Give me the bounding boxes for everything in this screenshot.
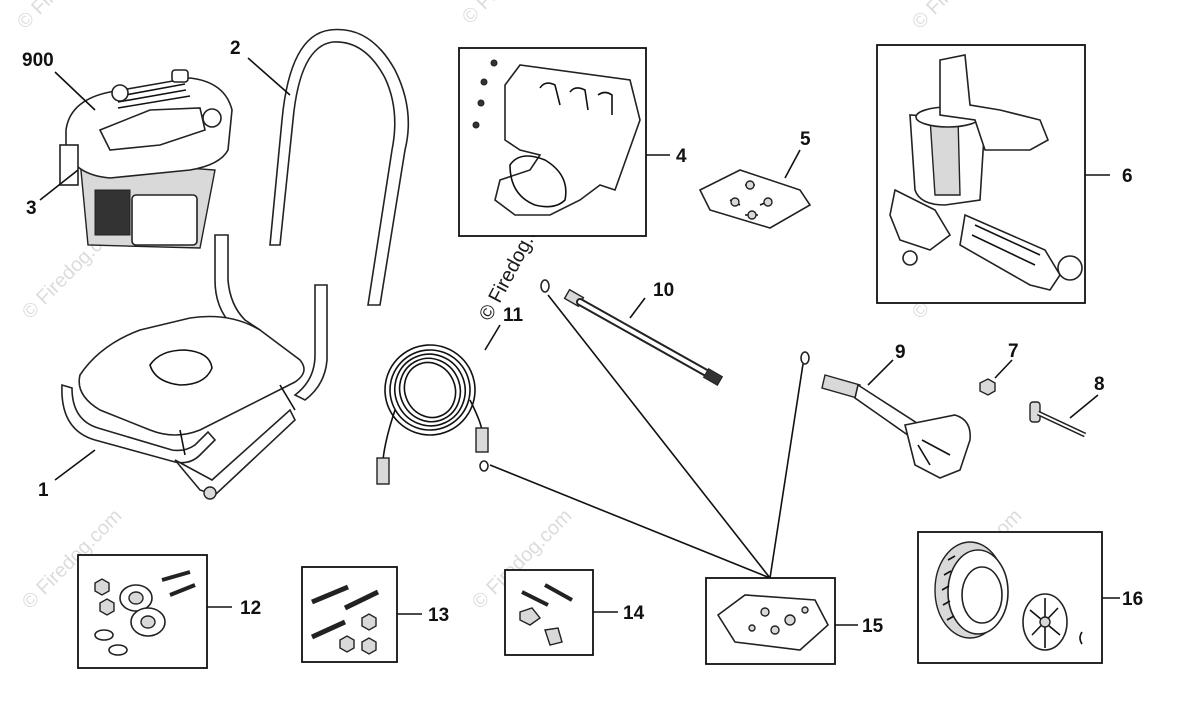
label-1: 1 [38,480,49,501]
bolt-kit-13 [310,584,380,655]
spray-gun-part[interactable] [800,351,972,479]
label-14: 14 [623,603,645,624]
axle-bolt-part[interactable] [1029,401,1087,438]
label-900: 900 [22,50,54,71]
hose-part[interactable] [370,330,490,485]
label-7: 7 [1008,341,1019,362]
screw-bag-part[interactable] [698,169,812,229]
hardware-kit-12 [94,570,196,656]
label-11: 11 [503,305,524,326]
label-2: 2 [230,38,241,59]
label-15: 15 [862,616,884,637]
label-10: 10 [653,280,674,301]
wheel-kit-16 [934,541,1083,651]
bolt-kit-14 [519,583,573,646]
panel-part [472,59,641,216]
label-16: 16 [1122,589,1143,610]
washer-kit-15 [716,594,829,651]
label-6: 6 [1122,166,1133,187]
spray-lance-part[interactable] [540,279,724,387]
label-8: 8 [1094,374,1105,395]
label-9: 9 [895,342,906,363]
label-13: 13 [428,605,449,626]
label-3: 3 [26,198,37,219]
label-4: 4 [676,146,687,167]
watermark-faint: © Firedog.com [458,0,567,29]
frame-part[interactable] [61,234,328,500]
handle-part[interactable] [269,28,410,306]
label-12: 12 [240,598,261,619]
watermark-faint: © Firedog.com [908,0,1017,34]
nut-part[interactable] [979,378,996,396]
pump-part [889,54,1083,291]
watermark-faint: © Firedog.com [13,0,122,34]
label-5: 5 [800,129,811,150]
engine-part[interactable] [59,69,233,249]
